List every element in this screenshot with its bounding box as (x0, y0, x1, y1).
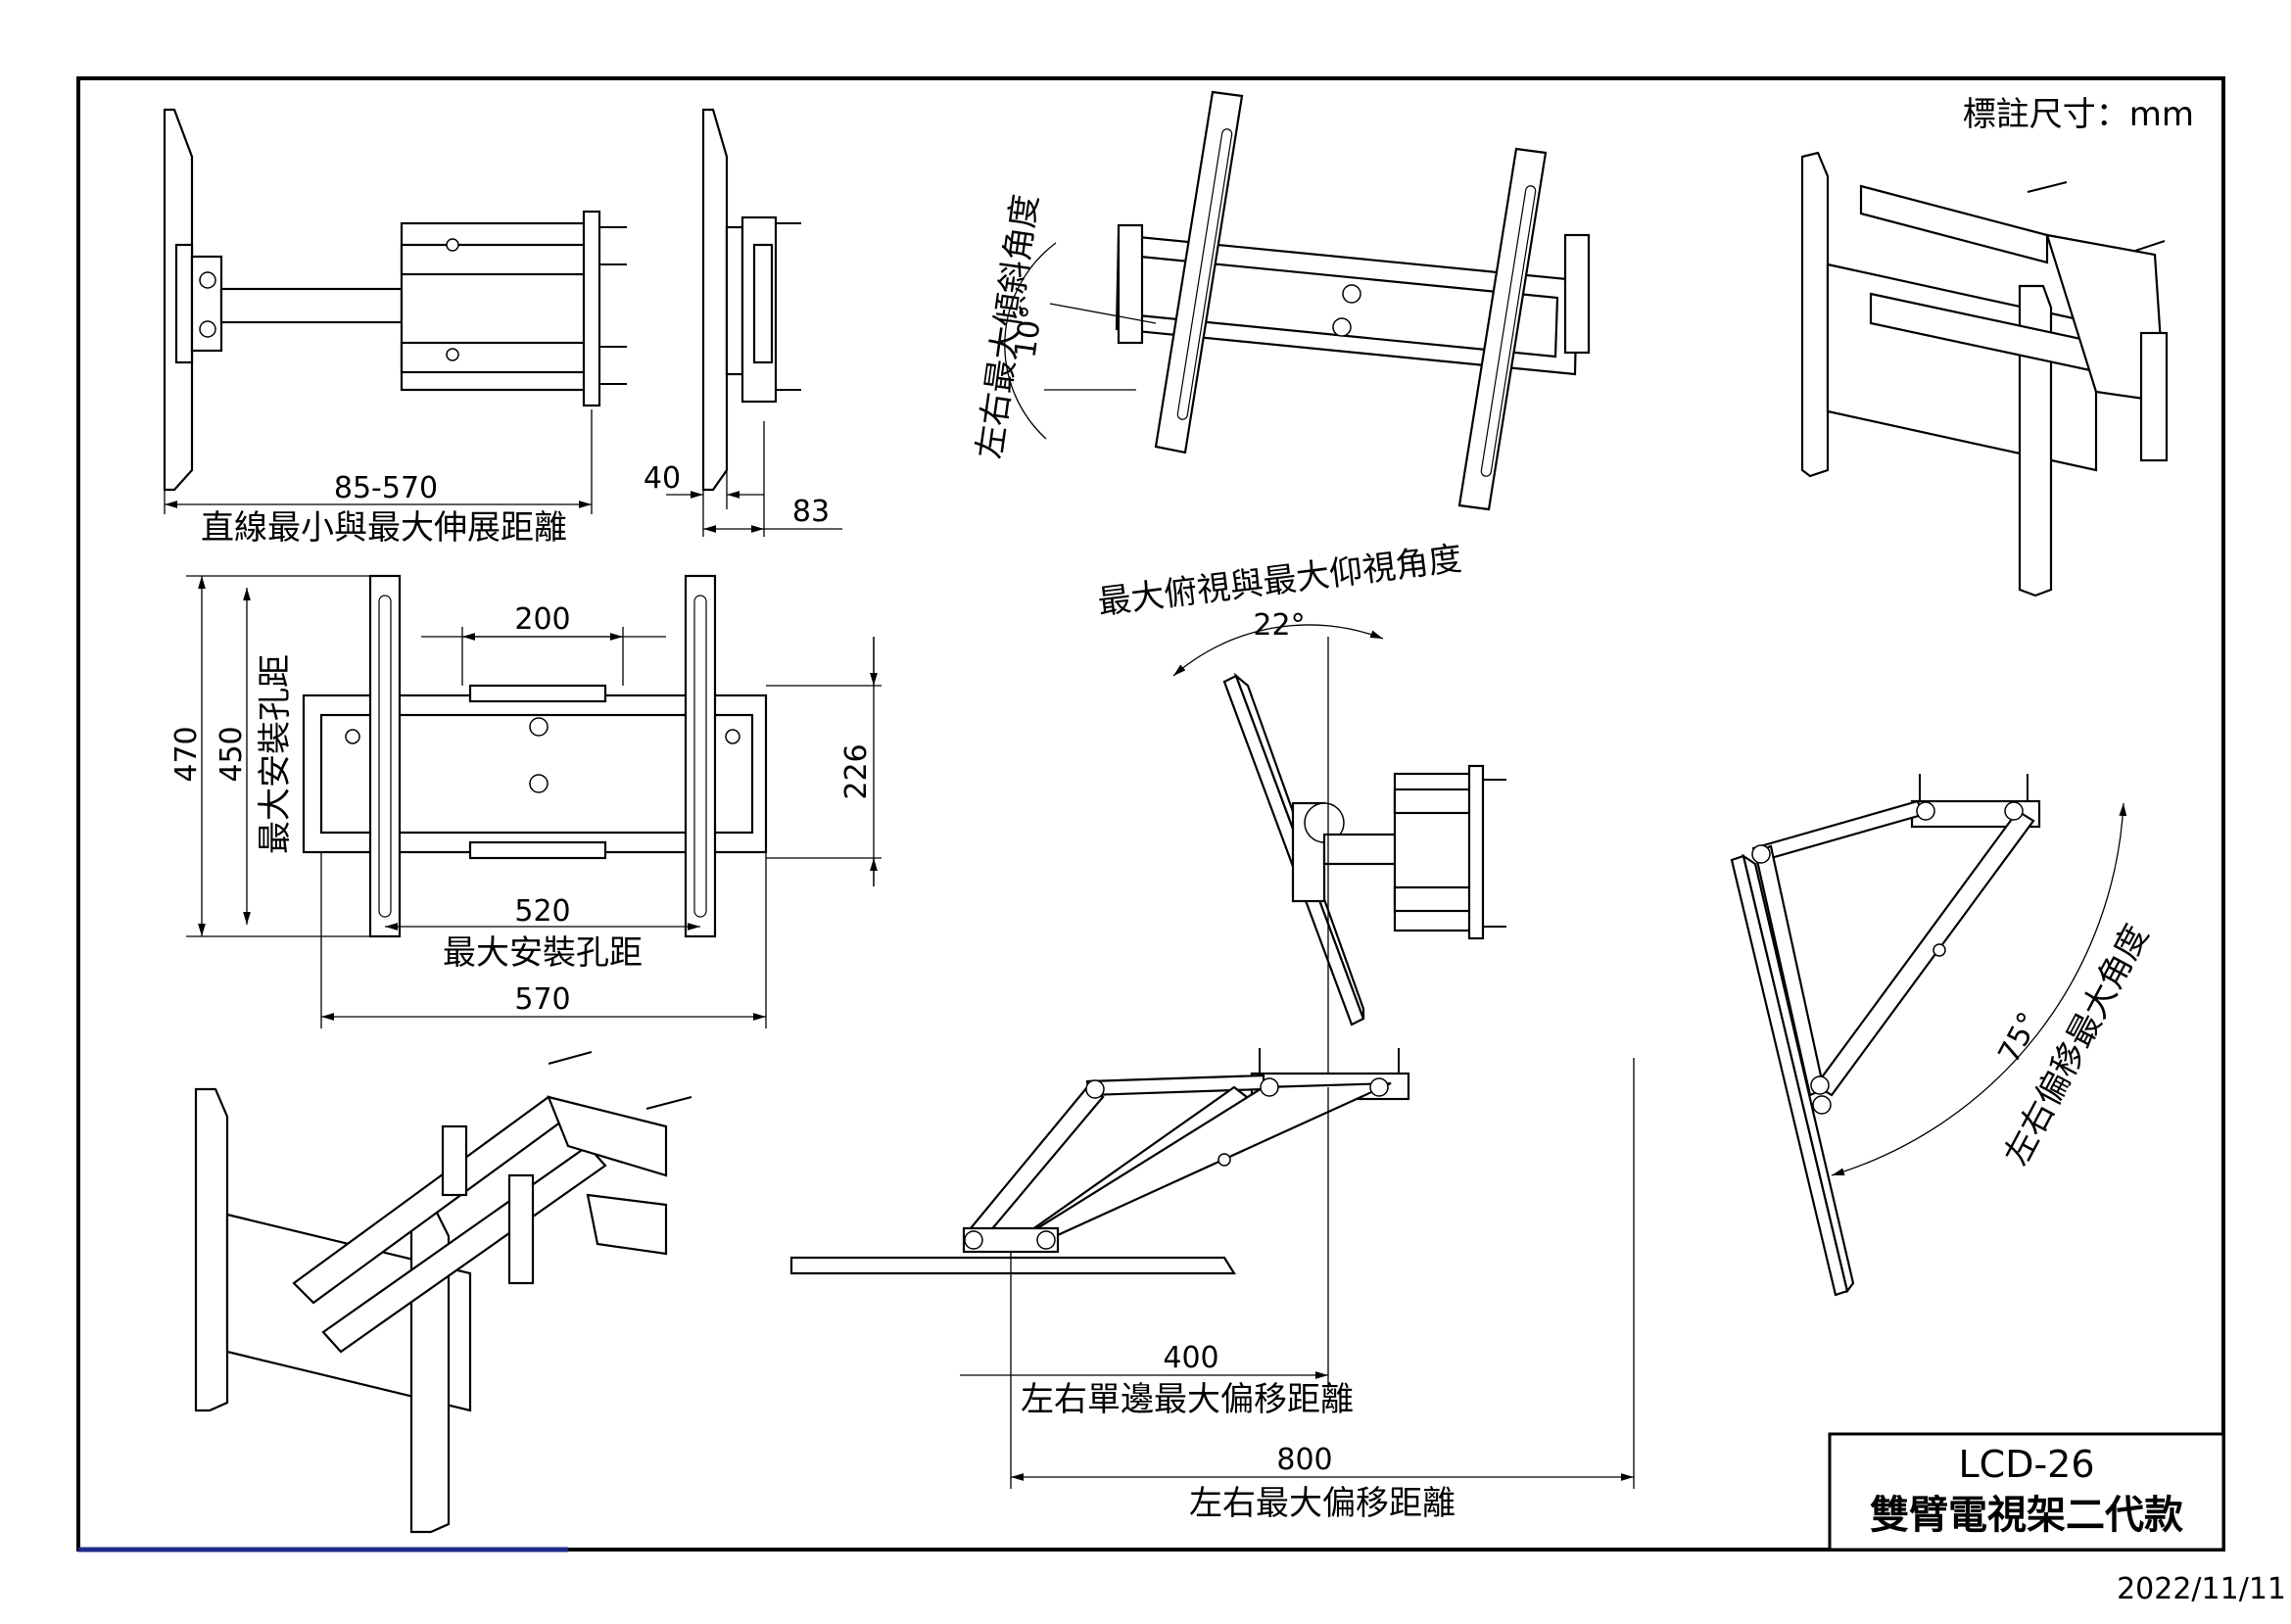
swivel-top-view (1730, 774, 2041, 1297)
mount-226: 226 (839, 743, 874, 799)
depth-83: 83 (792, 495, 830, 529)
extension-caption: 直線最小與最大伸展距離 (201, 508, 567, 548)
offset-top-view (789, 1048, 1410, 1275)
extension-range: 85-570 (334, 471, 438, 505)
side-view-extended (163, 108, 627, 492)
mount-570: 570 (514, 982, 570, 1017)
mount-200: 200 (514, 602, 570, 637)
dim-offset: 400 左右單邊最大偏移距離 800 左右最大偏移距離 (960, 1058, 1635, 1523)
tilt-ud-view (1222, 672, 1506, 1027)
unit-note: 標註尺寸：mm (1963, 95, 2194, 134)
offset-single-caption: 左右單邊最大偏移距離 (1021, 1380, 1354, 1419)
tilt-ud-angle: 22° (1253, 608, 1305, 643)
front-view (302, 574, 768, 938)
swivel-angle: 75° (1992, 1007, 2047, 1069)
model-number: LCD-26 (1958, 1443, 2094, 1486)
side-view-retracted (701, 108, 801, 492)
mount-h-caption: 最大安裝孔距 (443, 933, 643, 973)
offset-total-value: 800 (1276, 1443, 1332, 1477)
mount-450: 450 (215, 726, 249, 782)
offset-total-caption: 左右最大偏移距離 (1189, 1484, 1456, 1523)
mount-470: 470 (169, 726, 204, 782)
drawing-date: 2022/11/11 (2117, 1572, 2286, 1606)
isometric-view-extended (194, 1051, 692, 1534)
min-depth: 40 (644, 461, 681, 496)
product-name: 雙臂電視架二代款 (1870, 1493, 2183, 1538)
title-block: LCD-26 雙臂電視架二代款 (1828, 1432, 2225, 1552)
dim-depth: 40 83 (644, 421, 842, 537)
tilt-lr-view (1115, 90, 1591, 511)
dim-mounting: 200 470 450 最大安裝孔距 226 520 最大安裝孔距 570 (169, 575, 882, 1028)
mount-v-caption: 最大安裝孔距 (256, 654, 295, 854)
dim-extension: 85-570 直線最小與最大伸展距離 (164, 409, 593, 548)
drawing-border (76, 76, 2225, 1552)
tilt-lr-angle: 10° (1009, 304, 1050, 360)
offset-single-value: 400 (1163, 1341, 1218, 1375)
mount-520: 520 (514, 894, 570, 929)
isometric-view-folded (1800, 151, 2169, 597)
